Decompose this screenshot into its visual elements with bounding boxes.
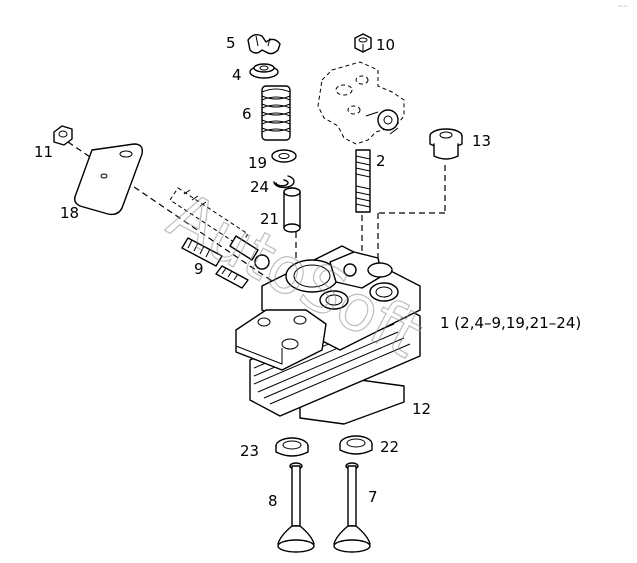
part-10-nut [354, 33, 372, 53]
callout-labels: 5 4 6 19 24 21 10 2 13 11 18 9 1 (2,4–9,… [34, 34, 581, 510]
callout-23: 23 [240, 442, 259, 460]
injector-assembly [169, 187, 270, 270]
callout-6: 6 [242, 105, 252, 123]
part-11-nut [53, 125, 73, 146]
part-6-valve-spring [261, 85, 291, 141]
part-13-plug [429, 128, 463, 160]
callout-11: 11 [34, 143, 53, 161]
callout-4: 4 [232, 66, 242, 84]
part-4-spring-retainer [249, 63, 279, 79]
part-7-valve [333, 462, 371, 553]
callout-8: 8 [268, 492, 278, 510]
callout-10: 10 [376, 36, 395, 54]
callout-21: 21 [260, 210, 279, 228]
part-8-valve [277, 462, 315, 553]
part-23-valve-seat [275, 437, 309, 457]
rocker-bracket-dashed [317, 61, 405, 145]
corner-mark: ~~ [618, 3, 628, 10]
part-5-valve-cotter [247, 33, 281, 55]
callout-19: 19 [248, 154, 267, 172]
callout-9: 9 [194, 260, 204, 278]
part-18-clamp-plate [73, 143, 144, 216]
callout-5: 5 [226, 34, 236, 52]
callout-2: 2 [376, 152, 386, 170]
callout-1: 1 (2,4–9,19,21–24) [440, 314, 581, 332]
callout-7: 7 [368, 488, 378, 506]
part-19-washer [271, 149, 297, 163]
part-2-stud-bolt [355, 149, 371, 213]
callout-24: 24 [250, 178, 269, 196]
part-9-injector-nozzle [181, 237, 249, 289]
part-24-circlip [273, 175, 295, 189]
part-22-valve-seat [339, 435, 373, 455]
assembly-guide-lines [67, 141, 446, 301]
cylinder-head-body [235, 245, 421, 425]
callout-18: 18 [60, 204, 79, 222]
callout-12: 12 [412, 400, 431, 418]
callout-22: 22 [380, 438, 399, 456]
callout-13: 13 [472, 132, 491, 150]
part-21-valve-guide [283, 187, 301, 233]
